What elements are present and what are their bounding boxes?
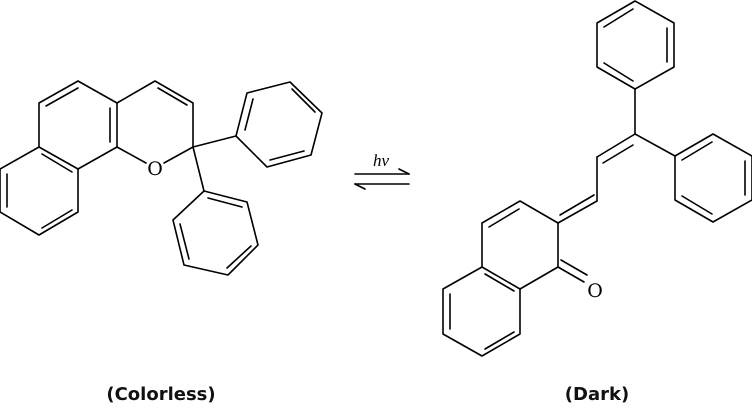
- oxygen-atom-label: O: [147, 158, 163, 180]
- reactant-molecule: O: [0, 80, 323, 276]
- equilibrium-arrow: hν: [354, 151, 410, 190]
- product-molecule: O: [442, 0, 752, 357]
- naphthalenone-ring-upper: [481, 200, 559, 290]
- phenyl-ring-top: [596, 0, 675, 135]
- reactant-caption: (Colorless): [106, 384, 216, 405]
- oxygen-atom-label: O: [587, 280, 603, 302]
- pyran-ring: O: [116, 80, 194, 180]
- product-caption: (Dark): [564, 384, 630, 405]
- phenyl-ring-right: [634, 133, 752, 223]
- naphthalene-ring-upper: [38, 80, 118, 170]
- benzo-ring: [442, 266, 521, 357]
- polyene-chain: [557, 133, 636, 224]
- carbonyl-group: O: [557, 259, 603, 302]
- light-label: hν: [373, 151, 390, 170]
- phenyl-ring-upper: [192, 81, 323, 168]
- naphthalene-ring-lower: [0, 146, 79, 236]
- phenyl-ring-lower: [172, 146, 259, 276]
